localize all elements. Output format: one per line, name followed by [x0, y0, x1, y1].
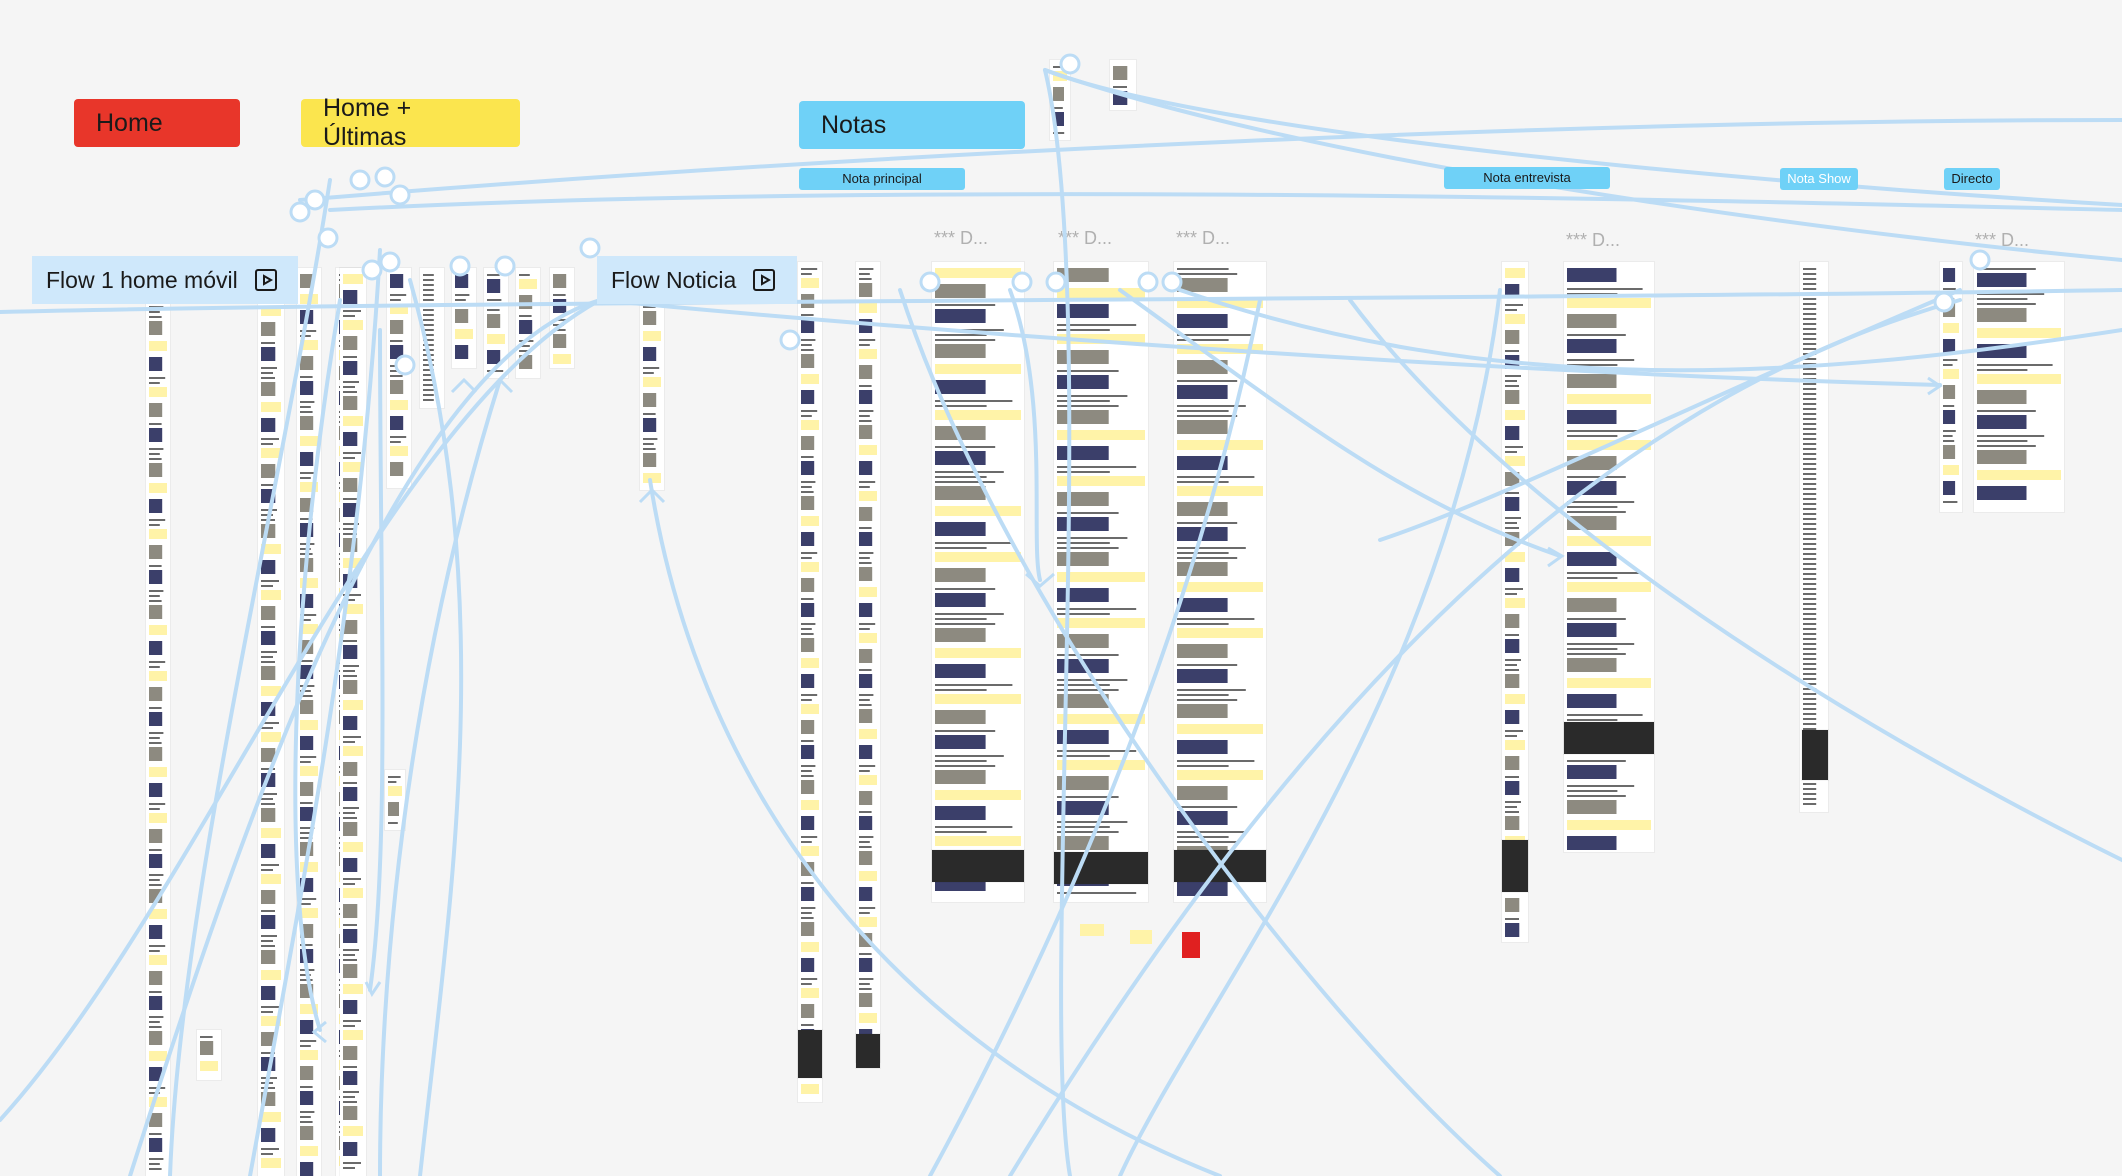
screen-thumbnail — [1113, 66, 1128, 105]
frame-title-5: *** D... — [1975, 230, 2030, 250]
screen-frame[interactable] — [387, 268, 411, 488]
section-label-home-ultimas-text: Home + Últimas — [323, 94, 412, 151]
screen-frame[interactable] — [516, 268, 540, 378]
screen-thumbnail — [423, 274, 434, 401]
flow-label-noticia[interactable]: Flow Noticia — [597, 256, 797, 304]
screen-thumbnail — [859, 268, 877, 1056]
frame-title-1: *** D... — [934, 228, 989, 248]
screen-thumbnail — [200, 1036, 218, 1071]
screen-thumbnail — [1177, 268, 1263, 896]
sublabel-directo-text: Directo — [1951, 171, 1993, 186]
screen-frame[interactable] — [1054, 262, 1148, 902]
screen-frame[interactable] — [1940, 262, 1962, 512]
sublabel-nota-show-text: Nota Show — [1787, 171, 1851, 186]
screen-thumbnail — [519, 274, 537, 369]
screen-footer — [1502, 840, 1528, 892]
screen-frame[interactable] — [1564, 262, 1654, 852]
screen-thumbnail — [487, 274, 505, 372]
screen-thumbnail — [553, 274, 571, 364]
screen-frame[interactable] — [1050, 60, 1070, 140]
screen-thumbnail — [1567, 268, 1651, 850]
screen-footer — [1174, 850, 1266, 882]
screen-thumbnail — [149, 306, 167, 1170]
section-label-home-text: Home — [96, 108, 163, 137]
red-note — [1182, 932, 1200, 958]
screen-thumbnail — [643, 306, 661, 483]
frame-title-4: *** D... — [1566, 230, 1621, 250]
screen-frame[interactable] — [1110, 60, 1136, 110]
section-label-home[interactable]: Home — [74, 99, 240, 147]
flow-label-home-movil[interactable]: Flow 1 home móvil — [32, 256, 298, 304]
screen-frame[interactable] — [856, 262, 880, 1062]
screen-thumbnail — [801, 268, 819, 1094]
section-label-notas[interactable]: Notas — [799, 101, 1025, 149]
screen-frame[interactable] — [1174, 262, 1266, 902]
screen-footer — [1564, 722, 1654, 754]
screen-frame[interactable] — [932, 262, 1024, 902]
sublabel-nota-entrevista[interactable]: Nota entrevista — [1444, 167, 1610, 189]
screen-thumbnail — [455, 274, 473, 359]
play-flow-icon[interactable] — [254, 267, 280, 293]
screen-frame[interactable] — [1974, 262, 2064, 512]
screen-frame[interactable] — [340, 268, 366, 1176]
screen-thumbnail — [390, 274, 408, 476]
play-flow-icon[interactable] — [752, 267, 778, 293]
screen-frame[interactable] — [550, 268, 574, 368]
screen-frame[interactable] — [484, 268, 508, 378]
section-label-home-ultimas[interactable]: Home + Últimas — [301, 94, 520, 151]
sublabel-nota-entrevista-text: Nota entrevista — [1483, 170, 1571, 185]
yellow-note — [1080, 924, 1104, 936]
screen-frame[interactable] — [420, 268, 444, 408]
screen-thumbnail — [1943, 268, 1959, 503]
sublabel-directo[interactable]: Directo — [1944, 168, 2000, 190]
frame-title-2: *** D... — [1058, 228, 1113, 248]
screen-frame[interactable] — [297, 268, 321, 1176]
screen-frame[interactable] — [640, 300, 664, 490]
screen-frame[interactable] — [197, 1030, 221, 1080]
screen-thumbnail — [343, 274, 363, 1169]
screen-footer — [798, 1030, 822, 1078]
screen-thumbnail — [1057, 268, 1145, 894]
screen-frame[interactable] — [798, 262, 822, 1102]
screen-thumbnail — [261, 306, 281, 1168]
screen-frame[interactable] — [452, 268, 476, 368]
screen-thumbnail — [300, 274, 318, 1176]
screen-footer — [856, 1034, 880, 1068]
screen-frame[interactable] — [146, 300, 170, 1176]
sublabel-nota-principal-text: Nota principal — [842, 171, 922, 186]
screen-thumbnail — [935, 268, 1021, 891]
section-label-notas-text: Notas — [821, 110, 887, 139]
flow-label-home-movil-text: Flow 1 home móvil — [46, 266, 238, 293]
screen-thumbnail — [1053, 66, 1067, 134]
screen-thumbnail — [388, 776, 402, 824]
sublabel-nota-principal[interactable]: Nota principal — [799, 168, 965, 190]
frame-title-3: *** D... — [1176, 228, 1231, 248]
screen-frame[interactable] — [385, 770, 405, 830]
screen-footer — [932, 850, 1024, 882]
yellow-note — [1130, 930, 1152, 944]
screen-footer — [1054, 852, 1148, 884]
screen-frame[interactable] — [258, 300, 284, 1176]
flow-label-noticia-text: Flow Noticia — [611, 266, 737, 293]
sublabel-nota-show[interactable]: Nota Show — [1780, 168, 1858, 190]
screen-footer — [1802, 730, 1828, 780]
screen-thumbnail — [1977, 268, 2061, 500]
